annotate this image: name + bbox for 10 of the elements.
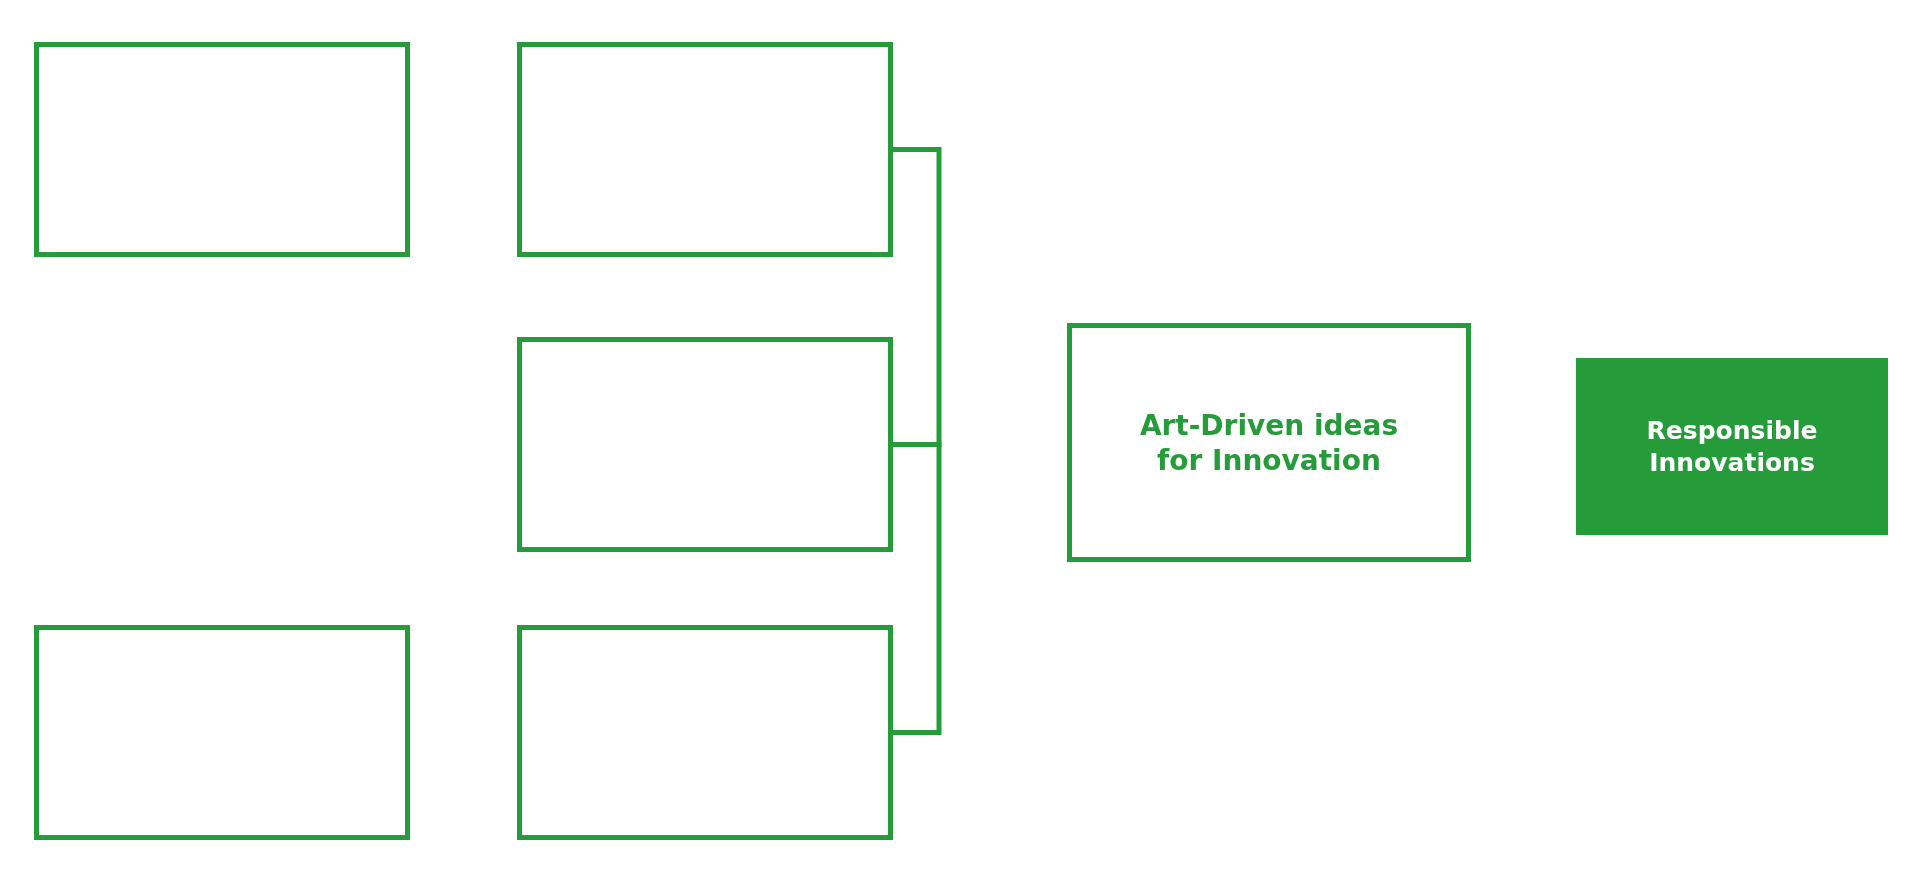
empty-box: [34, 625, 410, 840]
empty-box: [517, 625, 893, 840]
empty-box: [517, 337, 893, 552]
box-label: Art-Driven ideas for Innovation: [1138, 407, 1400, 478]
empty-box: [517, 42, 893, 257]
empty-box: [34, 42, 410, 257]
box-label: Responsible Innovations: [1645, 415, 1819, 478]
filled-box: [1576, 358, 1888, 535]
connector-line: [893, 442, 942, 735]
outlined-box: [1067, 323, 1471, 562]
